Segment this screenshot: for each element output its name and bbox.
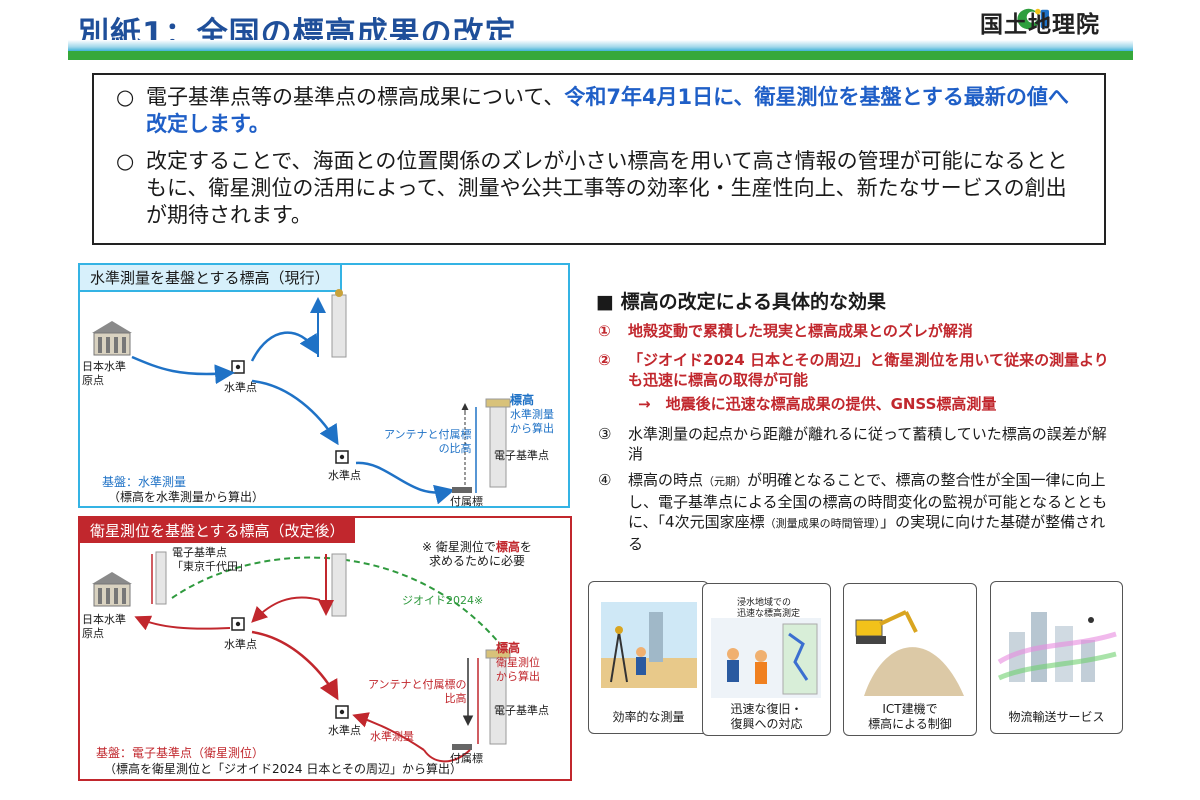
card-logistics: 物流輸送サービス — [990, 581, 1123, 734]
excavator-illustration — [855, 610, 964, 696]
summary-text: 改定することで、海面との位置関係のズレが小さい標高を用いて高さ情報の管理が可能に… — [146, 149, 1068, 227]
basis-note: （標高を水準測量から算出） — [108, 490, 265, 504]
origin-label: 日本水準 原点 — [82, 613, 126, 640]
marker-label: 付属標 — [450, 752, 483, 765]
summary-highlight: 令和7年4月1日に、衛星測位を基盤とする最新の値へ改定します。 — [146, 85, 1069, 136]
geoid-label: ジオイド2024※ — [402, 594, 484, 607]
card-ict-machine: ICT建機で 標高による制御 — [843, 583, 977, 736]
basis-label: 基盤：電子基準点（衛星測位） — [96, 746, 265, 760]
gsi-logo-icon — [1017, 8, 1049, 30]
org-name: 国土地理院 — [980, 12, 1100, 38]
panel-title: 水準測量を基盤とする標高（現行） — [80, 265, 342, 292]
benchmark-label: 水準点 — [224, 638, 257, 651]
marker-label: 付属標 — [450, 495, 483, 508]
benchmark-label: 水準点 — [328, 469, 361, 482]
antenna-height-label: アンテナと付属標 の比高 — [384, 428, 472, 455]
cors-label: 電子基準点 — [494, 704, 549, 717]
summary-text: 電子基準点等の基準点の標高成果について、 — [146, 85, 565, 109]
antenna-height-label: アンテナと付属標の 比高 — [368, 678, 467, 705]
panel-revised-diagram: 衛星測位を基盤とする標高（改定後） 電子基準点 「東京千代田」 — [78, 516, 572, 781]
surveyor-illustration — [601, 602, 697, 688]
basis-note: （標高を衛星測位と「ジオイド2024 日本とその周辺」から算出） — [104, 762, 462, 776]
city-drone-illustration — [997, 612, 1117, 682]
panel-current-drawing — [92, 289, 511, 505]
card-efficient-survey: 効率的な測量 — [588, 581, 709, 734]
bullet-marker: ○ — [116, 149, 135, 173]
card-caption: 迅速な復旧・ 復興への対応 — [730, 702, 803, 731]
card-inner-label: 浸水地域での 迅速な標高測定 — [737, 598, 801, 619]
origin-label: 日本水準 原点 — [82, 360, 126, 387]
cors-label: 電子基準点 — [494, 449, 549, 462]
card-caption: 効率的な測量 — [612, 710, 685, 724]
recovery-illustration — [711, 618, 821, 698]
building-icon — [92, 572, 132, 607]
summary-box: ○ 電子基準点等の基準点の標高成果について、令和7年4月1日に、衛星測位を基盤と… — [92, 73, 1106, 245]
panel-current-diagram: 水準測量を基盤とする標高（現行） 日本水準 原 — [78, 263, 570, 508]
title-underline-bar — [68, 40, 1133, 60]
elevation-label: 標高 — [496, 641, 521, 655]
building-icon — [92, 321, 132, 356]
benchmark-label: 水準点 — [224, 381, 257, 394]
elevation-label: 標高 — [510, 393, 535, 407]
panel-revised-drawing — [92, 551, 511, 763]
panel-title: 衛星測位を基盤とする標高（改定後） — [80, 518, 355, 543]
basis-label: 基盤：水準測量 — [102, 475, 187, 489]
elevation-sub-label: 水準測量 から算出 — [510, 408, 554, 435]
card-rapid-recovery: 浸水地域での 迅速な標高測定 迅速な復旧・ 復興への対応 — [702, 583, 831, 736]
bullet-marker: ○ — [116, 85, 135, 109]
benchmark-label: 水準点 — [328, 724, 361, 737]
leveling-label: 水準測量 — [370, 730, 414, 743]
elevation-sub-label: 衛星測位 から算出 — [496, 656, 540, 683]
card-caption: 物流輸送サービス — [1008, 710, 1105, 724]
cors-tokyo-label: 電子基準点 「東京千代田」 — [172, 546, 249, 573]
effects-title: ■ 標高の改定による具体的な効果 — [596, 291, 886, 313]
card-caption: ICT建機で 標高による制御 — [868, 702, 952, 731]
geoid-note: ※ 衛星測位で標高を 求めるために必要 — [422, 540, 532, 568]
